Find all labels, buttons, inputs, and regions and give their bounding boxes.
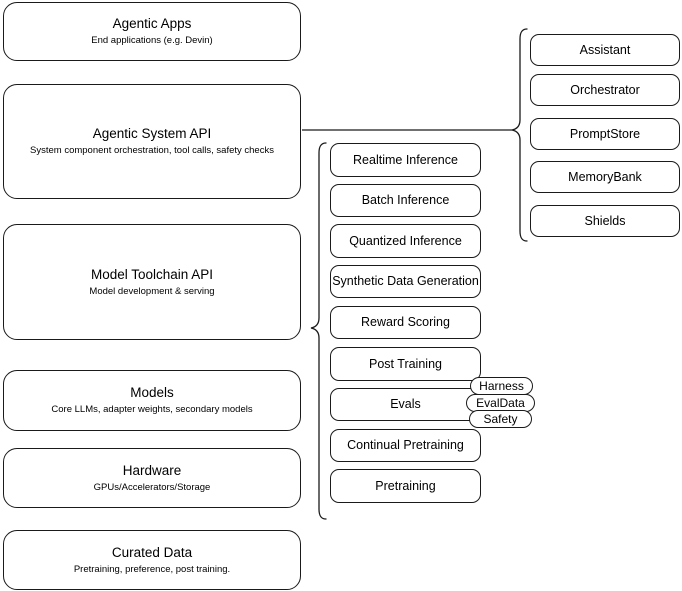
layer-subtitle: End applications (e.g. Devin) bbox=[91, 35, 213, 46]
mini-pill-label: Safety bbox=[483, 412, 518, 426]
pill-label: Reward Scoring bbox=[361, 315, 450, 329]
stack-layer-hardware[interactable]: Hardware GPUs/Accelerators/Storage bbox=[3, 448, 301, 508]
layer-title: Agentic Apps bbox=[112, 16, 192, 31]
pill-label: Synthetic Data Generation bbox=[332, 274, 479, 288]
mini-pill-safety[interactable]: Safety bbox=[469, 410, 532, 428]
pill-pretraining[interactable]: Pretraining bbox=[330, 469, 481, 503]
pill-promptstore[interactable]: PromptStore bbox=[530, 118, 680, 150]
pill-synthetic-data-generation[interactable]: Synthetic Data Generation bbox=[330, 265, 481, 298]
pill-memorybank[interactable]: MemoryBank bbox=[530, 161, 680, 193]
layer-subtitle: System component orchestration, tool cal… bbox=[30, 145, 274, 156]
pill-realtime-inference[interactable]: Realtime Inference bbox=[330, 143, 481, 177]
pill-label: Batch Inference bbox=[361, 193, 450, 207]
layer-title: Model Toolchain API bbox=[90, 266, 214, 282]
pill-orchestrator[interactable]: Orchestrator bbox=[530, 74, 680, 106]
pill-label: Continual Pretraining bbox=[347, 438, 464, 452]
pill-continual-pretraining[interactable]: Continual Pretraining bbox=[330, 429, 481, 462]
pill-label: Orchestrator bbox=[570, 82, 640, 97]
pill-label: Evals bbox=[390, 397, 421, 411]
pill-shields[interactable]: Shields bbox=[530, 205, 680, 237]
stack-layer-model-toolchain-api[interactable]: Model Toolchain API Model development & … bbox=[3, 224, 301, 340]
stack-layer-models[interactable]: Models Core LLMs, adapter weights, secon… bbox=[3, 370, 301, 431]
layer-title: Agentic System API bbox=[92, 126, 212, 141]
layer-subtitle: Model development & serving bbox=[89, 285, 215, 297]
pill-quantized-inference[interactable]: Quantized Inference bbox=[330, 224, 481, 258]
mini-pill-label: EvalData bbox=[476, 396, 525, 410]
pill-evals[interactable]: Evals bbox=[330, 388, 481, 421]
layer-title: Models bbox=[130, 385, 174, 400]
mini-pill-label: Harness bbox=[479, 379, 524, 393]
stack-layer-agentic-apps[interactable]: Agentic Apps End applications (e.g. Devi… bbox=[3, 2, 301, 61]
layer-title: Curated Data bbox=[111, 544, 193, 560]
pill-label: PromptStore bbox=[569, 126, 641, 141]
pill-label: MemoryBank bbox=[568, 169, 642, 184]
layer-title: Hardware bbox=[122, 462, 182, 478]
pill-label: Post Training bbox=[369, 356, 442, 371]
layer-subtitle: Pretraining, preference, post training. bbox=[73, 563, 231, 575]
layer-subtitle: Core LLMs, adapter weights, secondary mo… bbox=[51, 404, 253, 415]
stack-layer-agentic-system-api[interactable]: Agentic System API System component orch… bbox=[3, 84, 301, 199]
stack-layer-curated-data[interactable]: Curated Data Pretraining, preference, po… bbox=[3, 530, 301, 590]
pill-label: Assistant bbox=[579, 42, 631, 57]
pill-reward-scoring[interactable]: Reward Scoring bbox=[330, 306, 481, 339]
pill-assistant[interactable]: Assistant bbox=[530, 34, 680, 66]
pill-label: Pretraining bbox=[375, 478, 436, 493]
pill-batch-inference[interactable]: Batch Inference bbox=[330, 184, 481, 217]
pill-label: Quantized Inference bbox=[349, 233, 462, 248]
layer-subtitle: GPUs/Accelerators/Storage bbox=[93, 481, 211, 493]
pill-post-training[interactable]: Post Training bbox=[330, 347, 481, 381]
mini-pill-harness[interactable]: Harness bbox=[470, 377, 533, 395]
pill-label: Shields bbox=[584, 213, 626, 228]
pill-label: Realtime Inference bbox=[353, 152, 458, 167]
